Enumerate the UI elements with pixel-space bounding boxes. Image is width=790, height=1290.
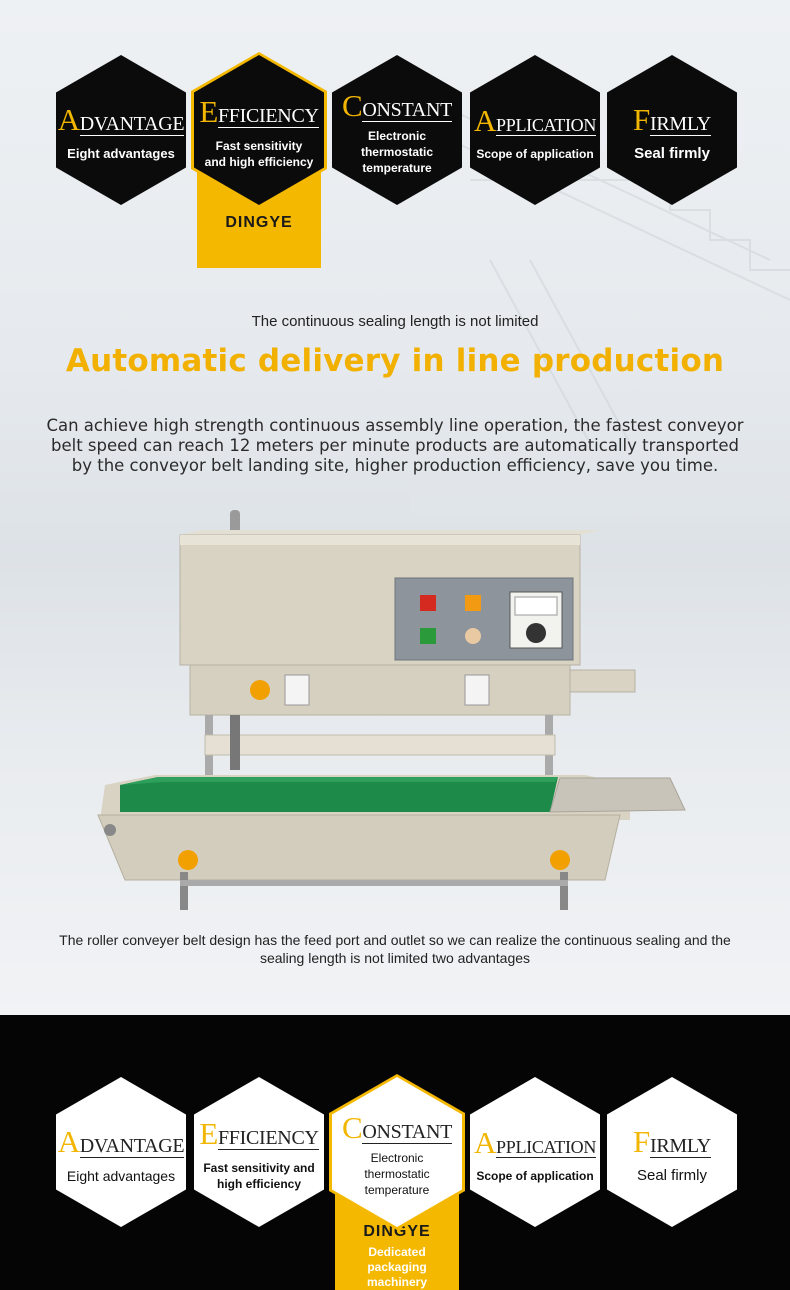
feature-title: FIRMLY [633,1124,711,1159]
hexagon-badge: ADVANTAGE Eight advantages [56,55,186,205]
feature-title: CONSTANT [341,1110,453,1145]
hexagon-badge: APPLICATION Scope of application [470,1077,600,1227]
feature-title: FIRMLY [633,102,711,137]
feature-subtitle: Fast sensitivity and high efficiency [204,139,314,169]
feature-subtitle: Electronic thermostatic temperature [364,1151,430,1197]
feature-title: CONSTANT [341,88,453,123]
background-stairs-image [410,99,790,520]
hexagon-badge: EFFICIENCY Fast sensitivity and high eff… [194,1077,324,1227]
feature-subtitle: Scope of application [476,1168,594,1183]
feature-title: ADVANTAGE [57,1124,185,1159]
brand-tagline: Dedicated packaging machinery [366,1245,428,1289]
hexagon-badge: FIRMLY Seal firmly [607,1077,737,1227]
machine-caption: The roller conveyer belt design has the … [59,932,731,966]
feature-title: EFFICIENCY [199,1116,319,1151]
feature-subtitle: Scope of application [476,146,594,161]
top-section: ADVANTAGE Eight advantages DINGYE EFFICI… [0,0,790,1015]
feature-subtitle: Electronic thermostatic temperature [360,129,434,175]
feature-subtitle: Seal firmly [634,145,710,162]
feature-subtitle: Eight advantages [66,1168,176,1184]
feature-subtitle: Fast sensitivity and high efficiency [203,1161,315,1191]
feature-subtitle: Seal firmly [636,1167,707,1184]
feature-title: ADVANTAGE [57,102,185,137]
hexagon-badge: FIRMLY Seal firmly [607,55,737,205]
feature-title: EFFICIENCY [199,94,319,129]
feature-title: APPLICATION [473,102,597,138]
bottom-section: ADVANTAGE Eight advantages EFFICIENCY Fa… [0,1015,790,1290]
feature-subtitle: Eight advantages [67,146,175,161]
section-body-text: Can achieve high strength continuous ass… [46,416,744,475]
section-subtitle: The continuous sealing length is not lim… [251,313,539,330]
feature-title: APPLICATION [473,1124,597,1160]
band-sealer-machine-image [97,510,686,910]
hexagon-badge: ADVANTAGE Eight advantages [56,1077,186,1227]
section-headline: Automatic delivery in line production [65,343,725,379]
brand-logo-text: DINGYE [363,1223,431,1240]
brand-logo-text: DINGYE [225,214,293,231]
